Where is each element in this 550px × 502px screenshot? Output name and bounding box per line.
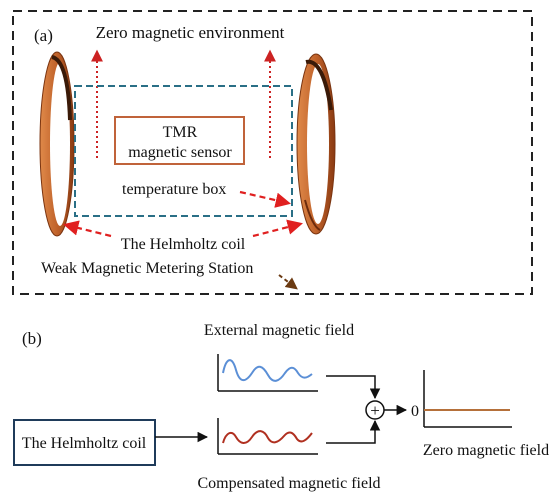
station-label: Weak Magnetic Metering Station [41, 260, 253, 277]
external-to-sum-line [326, 375, 381, 400]
panel-a: (a) Zero magnetic environment TMR magnet… [12, 10, 533, 295]
temperature-box [74, 85, 293, 217]
panel-b-label: (b) [22, 329, 42, 348]
zero-field-plot [423, 370, 512, 428]
temperature-box-arrow [239, 190, 292, 208]
compensated-field-wave [222, 430, 313, 444]
left-helmholtz-coil [39, 51, 75, 237]
tmr-label: TMR [163, 124, 198, 141]
temperature-box-label: temperature box [122, 181, 226, 198]
station-boundary [12, 10, 533, 295]
panel-a-label: (a) [34, 26, 53, 45]
right-helmholtz-coil [296, 53, 336, 235]
compensated-field-label: Compensated magnetic field [197, 475, 380, 492]
compensated-field-plot [217, 418, 318, 455]
coil-arrow-right [252, 219, 303, 238]
coil-arrow-left [63, 220, 112, 238]
zero-environment-label: Zero magnetic environment [96, 23, 285, 42]
external-field-wave [222, 359, 313, 382]
compensated-to-sum-line [326, 419, 381, 444]
panel-b: (b) External magnetic field The Helmholt… [13, 322, 549, 492]
external-field-label: External magnetic field [204, 322, 354, 339]
zero-field-label: Zero magnetic field [423, 442, 549, 459]
tmr-sensor-box [114, 116, 245, 165]
helmholtz-coil-box [13, 419, 156, 466]
helmholtz-coil-label: The Helmholtz coil [121, 236, 246, 253]
magnetic-sensor-label: magnetic sensor [128, 144, 232, 161]
output-zero-value: 0 [411, 403, 419, 420]
external-field-plot [217, 354, 318, 392]
helmholtz-coil-box-label: The Helmholtz coil [22, 435, 147, 452]
station-arrow [278, 274, 298, 290]
summing-symbol: + [370, 401, 380, 420]
